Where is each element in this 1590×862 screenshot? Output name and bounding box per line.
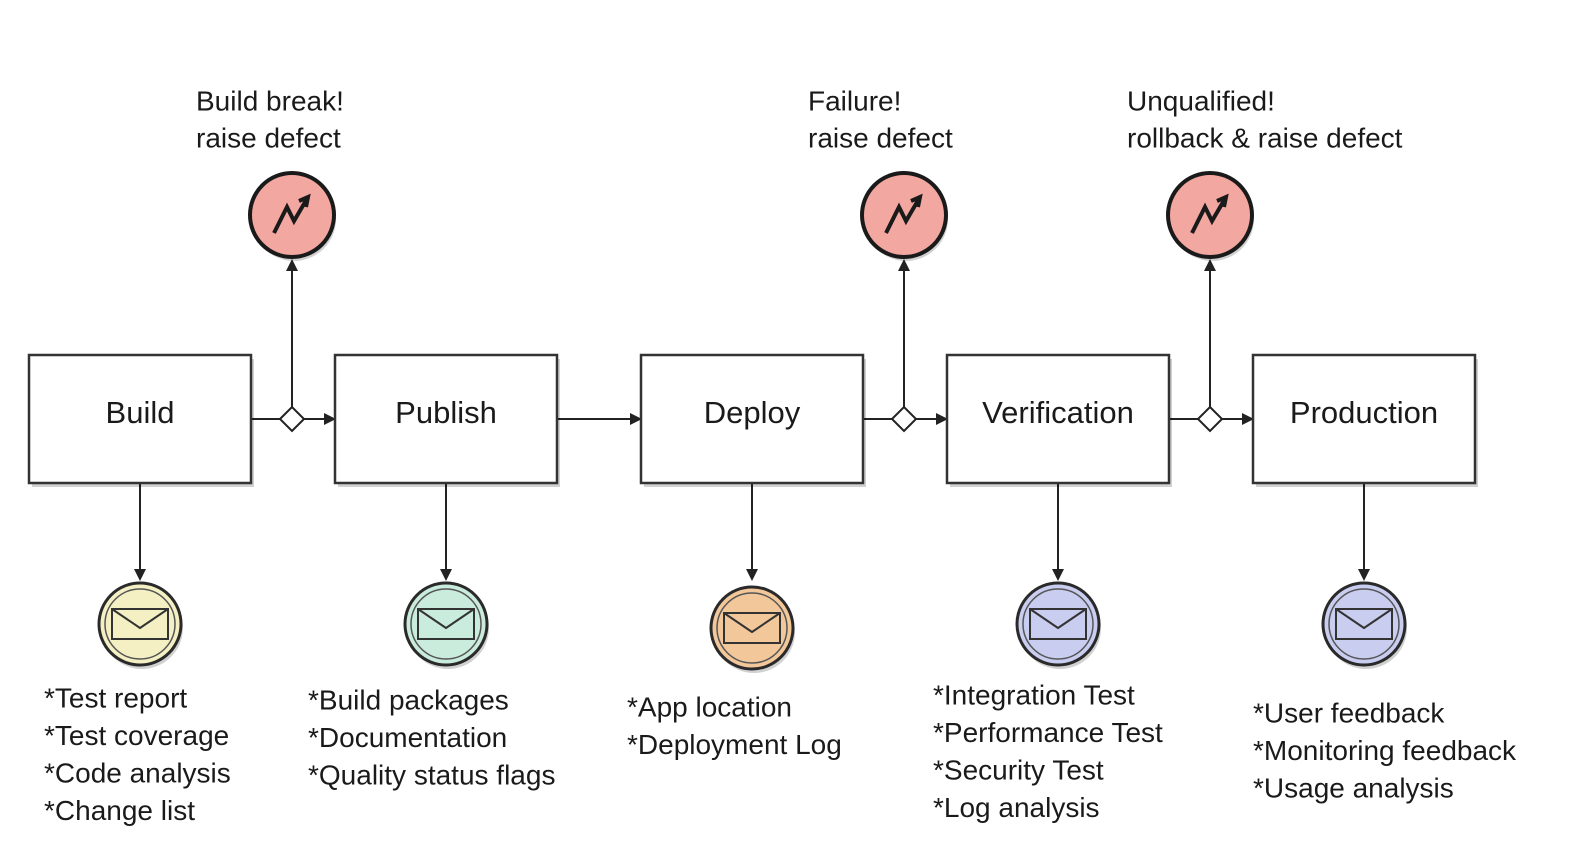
stage-build: Build: [27, 353, 254, 487]
artifact-item: *Test report: [44, 682, 187, 713]
artifact-item: *Build packages: [308, 684, 509, 715]
stage-label: Production: [1290, 395, 1438, 430]
stage-deploy: Deploy: [639, 353, 866, 487]
artifact-item: *Quality status flags: [308, 759, 555, 790]
artifact-item: *Performance Test: [933, 717, 1163, 748]
artifact-item: *Security Test: [933, 754, 1104, 785]
decision-gate: [890, 405, 918, 433]
stage-label: Deploy: [704, 395, 801, 430]
defect-action: raise defect: [196, 122, 341, 153]
artifact-list: *Test report *Test coverage *Code analysis…: [44, 682, 231, 826]
artifact-item: *Documentation: [308, 722, 507, 753]
stage-box: [27, 353, 253, 485]
stage-label: Publish: [395, 395, 497, 430]
defect-action: rollback & raise defect: [1127, 122, 1403, 153]
envelope-icon: [709, 585, 795, 673]
artifact-list: *Integration Test *Performance Test *Secur…: [933, 679, 1163, 823]
envelope-icon: [97, 581, 183, 669]
lightning-bolt-icon: [1166, 171, 1254, 261]
stage-box: [945, 353, 1171, 485]
envelope-icon: [1321, 581, 1407, 669]
defect-title: Failure!: [808, 85, 901, 116]
artifact-item: *Monitoring feedback: [1253, 735, 1517, 766]
connectors: [134, 259, 1370, 581]
envelope-icon: [1015, 581, 1101, 669]
stage-box: [1251, 353, 1477, 485]
stage-label: Verification: [982, 395, 1134, 430]
artifact-item: *Change list: [44, 795, 195, 826]
defects: Build break! raise defect Failure! raise de…: [196, 85, 1403, 261]
artifact-item: *User feedback: [1253, 697, 1445, 728]
artifact-list: *Build packages *Documentation *Quality st…: [308, 684, 555, 790]
defect-note: Build break! raise defect: [196, 85, 344, 153]
stage-production: Production: [1251, 353, 1478, 487]
defect-title: Build break!: [196, 85, 344, 116]
decision-gate: [278, 405, 306, 433]
defect-title: Unqualified!: [1127, 85, 1275, 116]
envelope-icon: [403, 581, 489, 669]
decision-gate: [1196, 405, 1224, 433]
lightning-bolt-icon: [248, 171, 336, 261]
defect-action: raise defect: [808, 122, 953, 153]
defect-note: Unqualified! rollback & raise defect: [1127, 85, 1403, 153]
stage-label: Build: [106, 395, 175, 430]
stage-box: [639, 353, 865, 485]
stage-verification: Verification: [945, 353, 1172, 487]
stages: Build Publish Deploy Verification Production: [27, 353, 1478, 487]
stage-publish: Publish: [333, 353, 560, 487]
artifact-item: *Deployment Log: [627, 729, 842, 760]
artifact-item: *App location: [627, 691, 792, 722]
defect-note: Failure! raise defect: [808, 85, 953, 153]
artifact-list: *App location *Deployment Log: [627, 691, 842, 760]
artifacts: *Test report *Test coverage *Code analysis…: [44, 581, 1517, 826]
stage-box: [333, 353, 559, 485]
lightning-bolt-icon: [860, 171, 948, 261]
artifact-list: *User feedback *Monitoring feedback *Usage…: [1253, 697, 1517, 803]
artifact-item: *Log analysis: [933, 792, 1100, 823]
artifact-item: *Integration Test: [933, 679, 1135, 710]
artifact-item: *Test coverage: [44, 720, 229, 751]
artifact-item: *Code analysis: [44, 757, 231, 788]
artifact-item: *Usage analysis: [1253, 772, 1454, 803]
